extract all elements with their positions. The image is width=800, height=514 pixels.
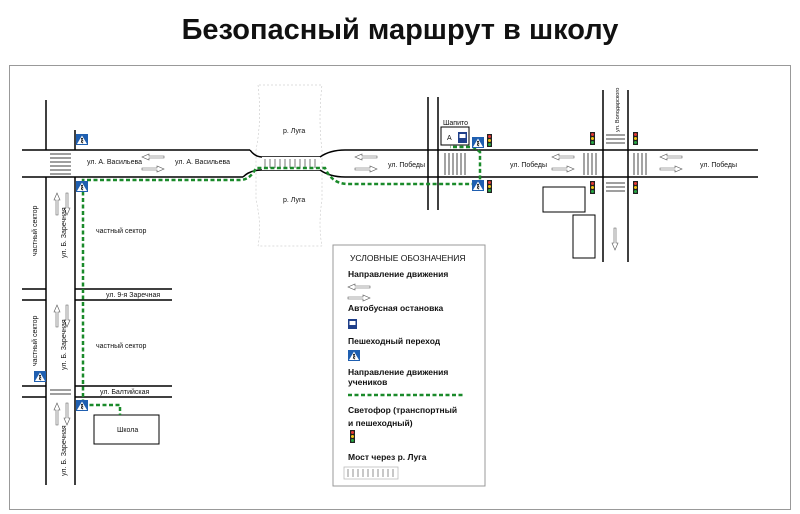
street-label-pobedy: ул. Победы: [700, 161, 737, 169]
pedestrian-crossing-sign-icon: [471, 136, 485, 149]
legend-crossing-label: Пешеходный переход: [348, 336, 441, 346]
legend-students-label: Направление движения: [348, 367, 448, 377]
pedestrian-crossing-sign-icon: [347, 349, 361, 362]
traffic-light-icon: [633, 132, 638, 145]
traffic-light-icon: [590, 181, 595, 194]
street-label-b-zarechnaya: ул. Б. Заречная: [61, 319, 68, 370]
pedestrian-crossing-sign-icon: [75, 180, 89, 193]
school-label: Школа: [117, 427, 138, 434]
legend-traffic-label: Светофор (транспортный: [348, 405, 457, 415]
roads-vertical: [45, 90, 629, 485]
bridge-icon: [343, 466, 399, 480]
street-label-vasilieva: ул. А. Васильева: [175, 159, 230, 166]
pedestrian-crossing-sign-icon: [75, 399, 89, 412]
area-label-private-sector: частный сектор: [96, 227, 147, 235]
traffic-light-icon: [633, 181, 638, 194]
street-label-vasilieva: ул. А. Васильева: [87, 159, 142, 166]
street-label-9-zarechnaya: ул. 9-я Заречная: [106, 292, 160, 299]
page-title: Безопасный маршрут в школу: [181, 14, 619, 46]
street-label-volodarskogo: ул. Володарского: [615, 88, 621, 132]
street-label-b-zarechnaya: ул. Б. Заречная: [61, 207, 68, 258]
legend-traffic-label: и пешеходный): [348, 418, 413, 428]
legend-direction-label: Направление движения: [348, 269, 448, 279]
school-building: [93, 414, 160, 445]
legend: УСЛОВНЫЕ ОБОЗНАЧЕНИЯ Направление движени…: [332, 244, 486, 487]
legend-students-label: учеников: [348, 377, 387, 387]
street-label-baltiyskaya: ул. Балтийская: [100, 388, 150, 396]
bus-stop-sign-icon: [348, 319, 357, 329]
student-route: [81, 145, 482, 415]
shapito-label: Шапито: [443, 120, 468, 127]
pedestrian-crossing-sign-icon: [471, 179, 485, 192]
pedestrian-crossing-sign-icon: [75, 133, 89, 146]
legend-bridge-label: Мост через р. Луга: [348, 452, 427, 462]
bus-stop-letter: А: [447, 135, 452, 142]
street-label-pobedy: ул. Победы: [388, 161, 425, 169]
traffic-light-icon: [590, 132, 595, 145]
area-label-private-sector: частный сектор: [31, 205, 39, 256]
zebra-crossings: [50, 134, 647, 395]
legend-bus-stop-label: Автобусная остановка: [348, 303, 444, 313]
traffic-light-icon: [350, 430, 355, 443]
building: [542, 186, 586, 213]
pedestrian-crossing-sign-icon: [33, 370, 47, 383]
roads-cross: [22, 288, 172, 398]
area-label-private-sector: частный сектор: [96, 342, 147, 350]
building: [572, 214, 596, 259]
legend-title: УСЛОВНЫЕ ОБОЗНАЧЕНИЯ: [350, 253, 466, 263]
area-label-private-sector: частный сектор: [31, 315, 39, 366]
traffic-light-icon: [487, 180, 492, 193]
street-label-b-zarechnaya: ул. Б. Заречная: [61, 425, 68, 476]
river-label: р. Луга: [283, 197, 305, 204]
traffic-light-icon: [487, 134, 492, 147]
bus-stop-sign-icon: [458, 132, 467, 143]
street-label-pobedy: ул. Победы: [510, 161, 547, 169]
river-label: р. Луга: [283, 128, 305, 135]
